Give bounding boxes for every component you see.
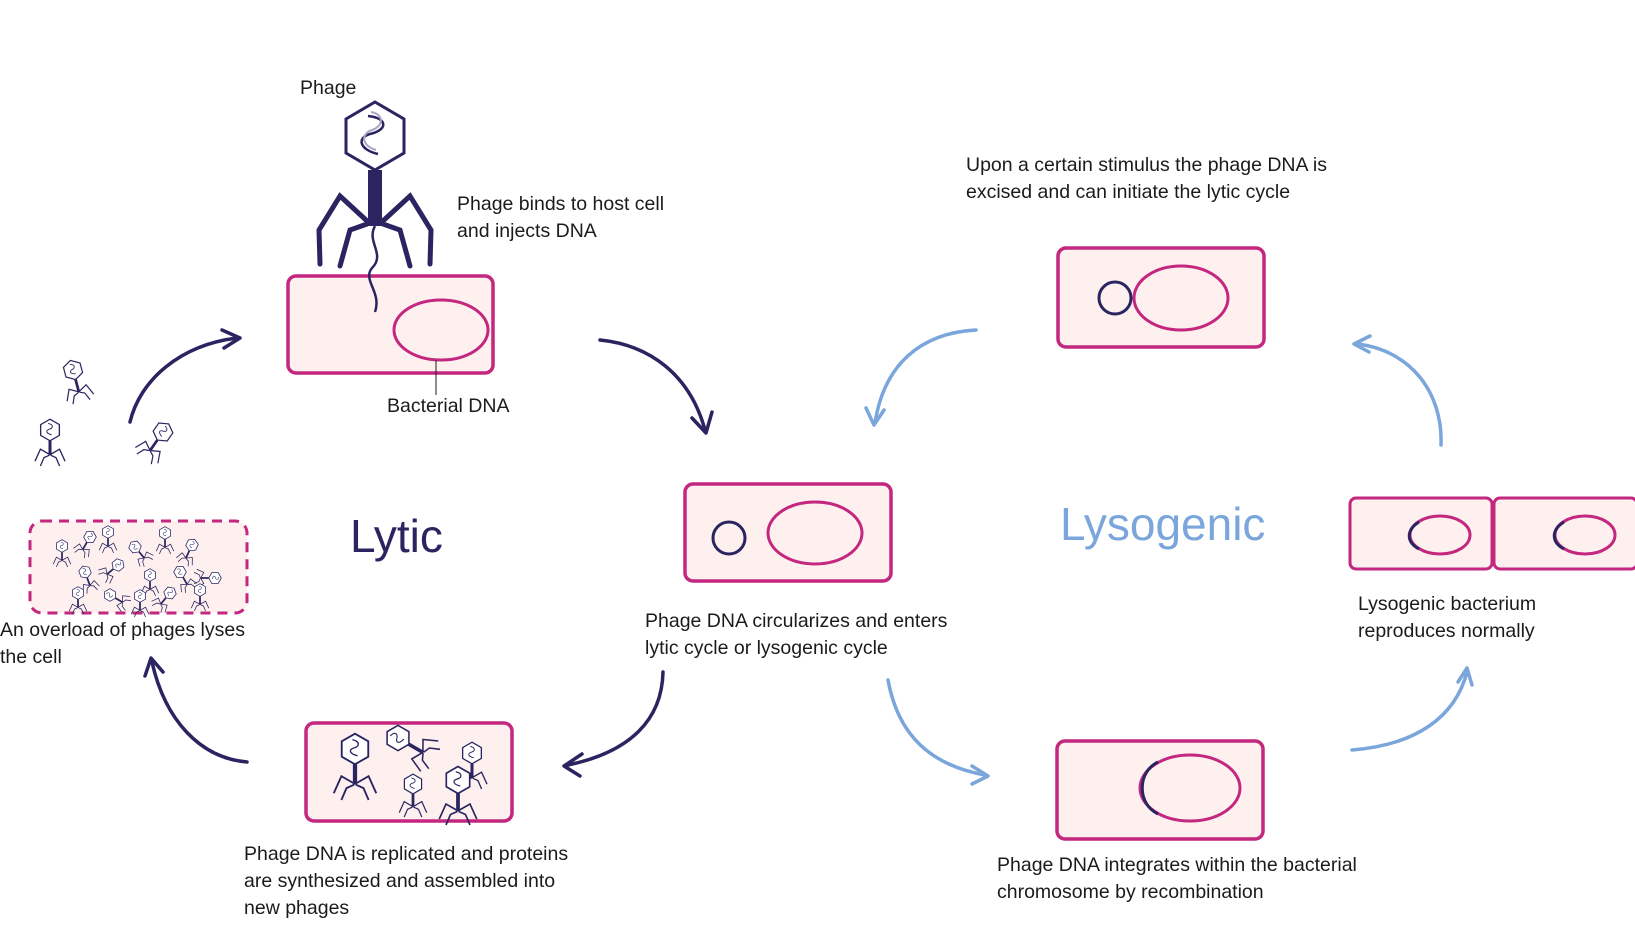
arrow-to-circularize-lysogenic xyxy=(873,328,978,425)
caption-line: new phages xyxy=(244,897,350,919)
released-phage xyxy=(131,414,182,469)
caption-replicated: Phage DNA is replicated and proteins are… xyxy=(244,841,568,922)
caption-line: An overload of phages lyses xyxy=(0,619,245,641)
arrow-to-excision xyxy=(1355,342,1443,447)
arrow-to-binding xyxy=(128,336,239,424)
caption-line: the cell xyxy=(0,646,62,668)
released-phage xyxy=(55,355,97,407)
caption-line: Phage DNA circularizes and enters xyxy=(645,610,948,632)
bacterial-dna-ring xyxy=(1132,264,1230,332)
caption-line: excised and can initiate the lytic cycle xyxy=(966,181,1291,203)
caption-line: and injects DNA xyxy=(457,220,597,242)
injected-dna xyxy=(367,225,379,313)
caption-excised: Upon a certain stimulus the phage DNA is… xyxy=(966,152,1327,206)
caption-line: reproduces normally xyxy=(1358,620,1535,642)
caption-circularizes: Phage DNA circularizes and enters lytic … xyxy=(645,608,947,662)
phage-main xyxy=(316,100,434,269)
integrated-prophage xyxy=(1140,760,1159,816)
caption-line: Phage DNA integrates within the bacteria… xyxy=(997,854,1357,876)
caption-line: lytic cycle or lysogenic cycle xyxy=(645,637,888,659)
arrow-to-circularize xyxy=(598,338,707,432)
bacterial-dna-ring xyxy=(766,500,864,566)
lysogenic-cycle-title: Lysogenic xyxy=(1060,498,1266,550)
caption-reproduces: Lysogenic bacterium reproduces normally xyxy=(1358,591,1536,645)
arrow-to-lysis xyxy=(150,660,249,764)
caption-binding: Phage binds to host cell and injects DNA xyxy=(457,191,664,245)
excised-phage-dna xyxy=(1097,280,1133,316)
circular-phage-dna xyxy=(711,520,747,556)
lytic-arrows xyxy=(128,328,714,778)
bacterial-chromosome xyxy=(1138,753,1242,823)
cell-excised xyxy=(1056,246,1266,349)
label-bacterial-dna: Bacterial DNA xyxy=(387,395,510,417)
caption-line: Upon a certain stimulus the phage DNA is xyxy=(966,154,1327,176)
caption-line: are synthesized and assembled into xyxy=(244,870,556,892)
label-phage: Phage xyxy=(300,77,357,99)
arrow-to-reproduction xyxy=(1350,670,1469,752)
arrow-to-replication xyxy=(566,670,665,767)
caption-integrates: Phage DNA integrates within the bacteria… xyxy=(997,852,1357,906)
bacterial-dna-ring xyxy=(392,298,490,362)
lysogenic-arrows xyxy=(864,328,1474,786)
lytic-cycle-title: Lytic xyxy=(350,510,443,562)
caption-line: Phage DNA is replicated and proteins xyxy=(244,843,569,865)
prophage-right xyxy=(1552,520,1565,551)
caption-lyses: An overload of phages lyses the cell xyxy=(0,617,245,671)
cell-integrated xyxy=(1055,739,1265,841)
released-phage xyxy=(33,417,67,468)
cell-binding xyxy=(286,274,495,375)
caption-line: Phage binds to host cell xyxy=(457,193,665,215)
caption-line: Lysogenic bacterium xyxy=(1358,593,1537,615)
prophage-left xyxy=(1407,520,1420,551)
cell-circularized xyxy=(683,482,893,583)
caption-line: chromosome by recombination xyxy=(997,881,1264,903)
arrow-to-integration xyxy=(886,678,987,777)
